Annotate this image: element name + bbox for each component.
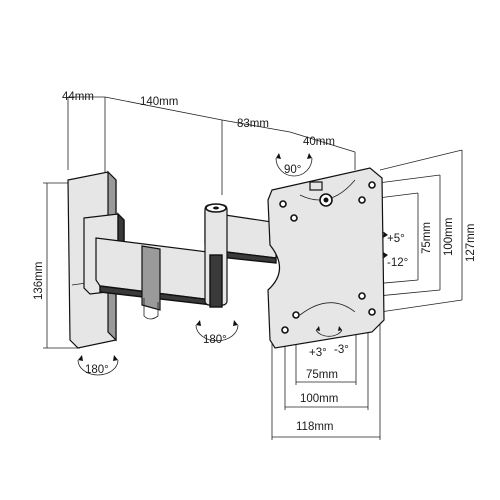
ext-line xyxy=(379,299,463,313)
dim-140: 140mm xyxy=(140,96,178,108)
arrow-head xyxy=(276,153,281,159)
ext-line xyxy=(379,149,463,171)
dim-136: 136mm xyxy=(33,262,45,300)
arm-rotate-arc xyxy=(195,324,239,342)
vesa-hole xyxy=(368,308,376,316)
dim-75-h: 75mm xyxy=(306,369,338,381)
arrow-head xyxy=(316,326,320,331)
dim-100-h: 100mm xyxy=(300,393,338,405)
vesa-hole xyxy=(358,196,366,204)
vesa-hole xyxy=(279,200,287,208)
dim-100-v: 100mm xyxy=(443,218,455,256)
arrow-head xyxy=(196,320,201,326)
cable-clip xyxy=(143,298,159,320)
arrow-head xyxy=(78,355,83,361)
plate-knob-center xyxy=(323,197,329,203)
vesa-hole xyxy=(292,311,300,319)
angle-tilt-down: -12° xyxy=(387,257,408,269)
vesa-holes xyxy=(279,181,376,334)
wall-rotate-arc xyxy=(77,359,119,376)
ext-line xyxy=(377,174,441,184)
level-arc xyxy=(315,329,343,337)
swivel-arc xyxy=(275,157,313,177)
vesa-hole xyxy=(358,292,366,300)
arrow-head xyxy=(113,355,118,361)
angle-90: 90° xyxy=(284,164,301,176)
arrow-head xyxy=(307,153,312,159)
dim-44: 44mm xyxy=(62,91,94,103)
dim-line-40 xyxy=(289,131,356,153)
arrow-head xyxy=(383,232,388,238)
dim-line-83 xyxy=(221,119,291,133)
dim-line-140 xyxy=(104,96,223,121)
pivot-shade xyxy=(209,254,223,308)
dim-127: 127mm xyxy=(465,224,477,262)
pivot-bolt xyxy=(213,206,219,210)
vesa-plate xyxy=(267,167,385,349)
arrow-head xyxy=(233,320,238,326)
dim-118: 118mm xyxy=(296,421,334,433)
vesa-hole xyxy=(290,214,298,222)
angle-level-minus: -3° xyxy=(334,344,349,356)
vesa-hole xyxy=(368,181,376,189)
plate-tab xyxy=(309,181,323,191)
vesa-hole xyxy=(281,326,289,334)
dim-83: 83mm xyxy=(237,118,269,130)
dim-75-v: 75mm xyxy=(421,222,433,254)
angle-180-wall: 180° xyxy=(85,364,109,376)
plate-cutout-bottom xyxy=(299,302,356,316)
arrow-head xyxy=(338,326,342,331)
arrow-head xyxy=(383,252,388,258)
angle-tilt-up: +5° xyxy=(387,233,405,245)
arm-1-clamp xyxy=(141,245,161,311)
dim-40: 40mm xyxy=(303,136,335,148)
angle-180-arm: 180° xyxy=(203,334,227,346)
angle-level-plus: +3° xyxy=(309,347,327,359)
ext-line xyxy=(377,289,441,297)
